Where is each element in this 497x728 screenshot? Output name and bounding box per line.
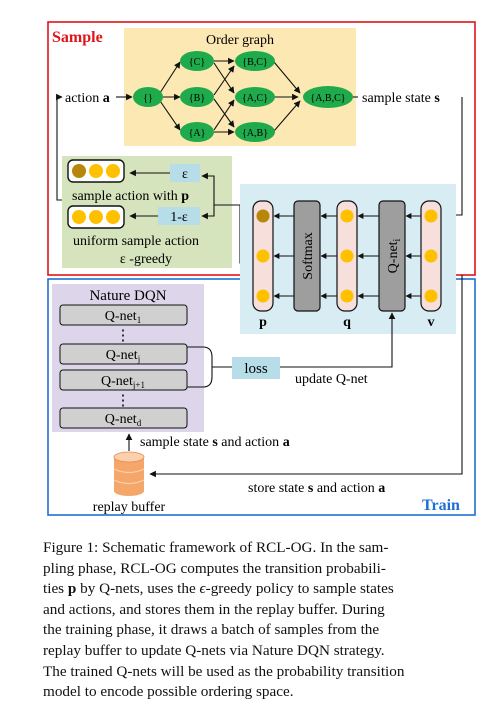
qnet-j-label: Q-netj (106, 348, 140, 364)
qnet-j1-box (59, 369, 188, 391)
egreedy-bottom-dot-2 (89, 210, 103, 224)
action-label: action a (65, 91, 110, 106)
softmax-label: Softmax (301, 232, 316, 279)
qnet-1-label: Q-net1 (105, 309, 141, 325)
dqn-dots-1: ⋮ (116, 328, 131, 344)
v-dot-2 (424, 249, 438, 263)
egreedy-top-dot-3 (106, 164, 120, 178)
svg-text:{B,C}: {B,C} (242, 57, 267, 68)
p-dot-3 (256, 289, 270, 303)
q-dot-1 (340, 209, 354, 223)
replay-buffer-label: replay buffer (93, 500, 166, 515)
svg-text:{A,C}: {A,C} (242, 93, 268, 104)
order-graph-node-b: {B} (180, 87, 214, 107)
replay-buffer-icon (113, 451, 145, 496)
nature-dqn-title: Nature DQN (89, 288, 166, 304)
egreedy-bottom-dot-3 (106, 210, 120, 224)
v-dot-1 (424, 209, 438, 223)
order-graph-node-abc: {A,B,C} (303, 86, 353, 108)
qnet-d-box (59, 407, 188, 429)
order-graph-edges (157, 57, 301, 136)
one-minus-epsilon-label: 1-ε (170, 210, 188, 225)
svg-text:{A,B}: {A,B} (242, 128, 268, 139)
p-dot-2 (256, 249, 270, 263)
p-column-label: p (259, 315, 267, 330)
sample-batch-label: sample state s and action a (140, 435, 290, 450)
v-dot-3 (424, 289, 438, 303)
order-graph-node-ac: {A,C} (235, 87, 275, 107)
one-minus-epsilon-box (158, 207, 200, 225)
caption-line-1: Figure 1: Schematic framework of RCL-OG.… (43, 539, 389, 556)
figure-caption: Figure 1: Schematic framework of RCL-OG.… (43, 538, 467, 703)
loss-label: loss (244, 361, 268, 377)
order-graph-node-c: {C} (180, 51, 214, 71)
dqn-dots-2: ⋮ (116, 393, 131, 409)
qnet-i-label: Q-neti (386, 238, 403, 273)
caption-line-5: the training phase, it draws a batch of … (43, 621, 380, 639)
epsilon-box (170, 164, 200, 182)
egreedy-label: ε -greedy (120, 252, 172, 267)
store-arrow (149, 275, 463, 478)
caption-line-4: and actions, and stores them in the repl… (43, 600, 385, 618)
svg-text:{C}: {C} (189, 57, 205, 68)
p-to-uniform-arrow (201, 205, 215, 220)
order-graph-node-empty: {} (133, 87, 163, 107)
pipeline-arrows (273, 213, 421, 299)
q-dot-3 (340, 289, 354, 303)
qnet-j1-label: Q-netj+1 (101, 374, 145, 390)
loss-box (232, 357, 280, 379)
order-graph-node-ab: {A,B} (235, 122, 275, 142)
caption-line-2: pling phase, RCL-OG computes the transit… (43, 559, 386, 577)
order-graph-title: Order graph (206, 33, 274, 48)
sample-with-p-label: sample action with p (72, 189, 189, 204)
qnet-j-box (59, 343, 188, 365)
uniform-label: uniform sample action (73, 234, 199, 249)
caption-line-7: The trained Q-nets will be used as the p… (43, 662, 405, 680)
caption-line-6: replay buffer to update Q-nets via Natur… (43, 641, 385, 659)
p-dot-1 (256, 209, 270, 223)
rcl-og-framework-diagram: Sample Train Order graph {} {C} {B} {A} (47, 21, 476, 516)
epsilon-label: ε (182, 167, 188, 182)
egreedy-to-action-arrow (56, 93, 63, 201)
train-section-label: Train (422, 497, 460, 514)
svg-text:{}: {} (143, 93, 153, 104)
qnet-d-label: Q-netd (105, 412, 142, 428)
q-column-label: q (343, 315, 351, 330)
svg-text:{A,B,C}: {A,B,C} (310, 93, 345, 104)
sample-section-label: Sample (52, 29, 103, 46)
egreedy-bottom-dot-1 (72, 210, 86, 224)
v-column-label: v (428, 315, 435, 330)
update-qnet-arrow (280, 312, 396, 368)
qnet-1-box (59, 304, 188, 326)
caption-line-3: ties p by Q-nets, uses the ϵ-greedy poli… (43, 580, 394, 598)
store-label: store state s and action a (248, 481, 385, 496)
svg-text:{B}: {B} (189, 93, 205, 104)
q-dot-2 (340, 249, 354, 263)
order-graph-node-bc: {B,C} (235, 51, 275, 71)
caption-line-8: model to encode possible ordering space. (43, 683, 294, 701)
sample-state-label: sample state s (362, 91, 440, 106)
egreedy-top-dot-2 (89, 164, 103, 178)
egreedy-top-dot-1 (72, 164, 86, 178)
svg-text:{A}: {A} (189, 128, 206, 139)
order-graph-node-a: {A} (180, 122, 214, 142)
update-qnet-label: update Q-net (295, 372, 368, 387)
